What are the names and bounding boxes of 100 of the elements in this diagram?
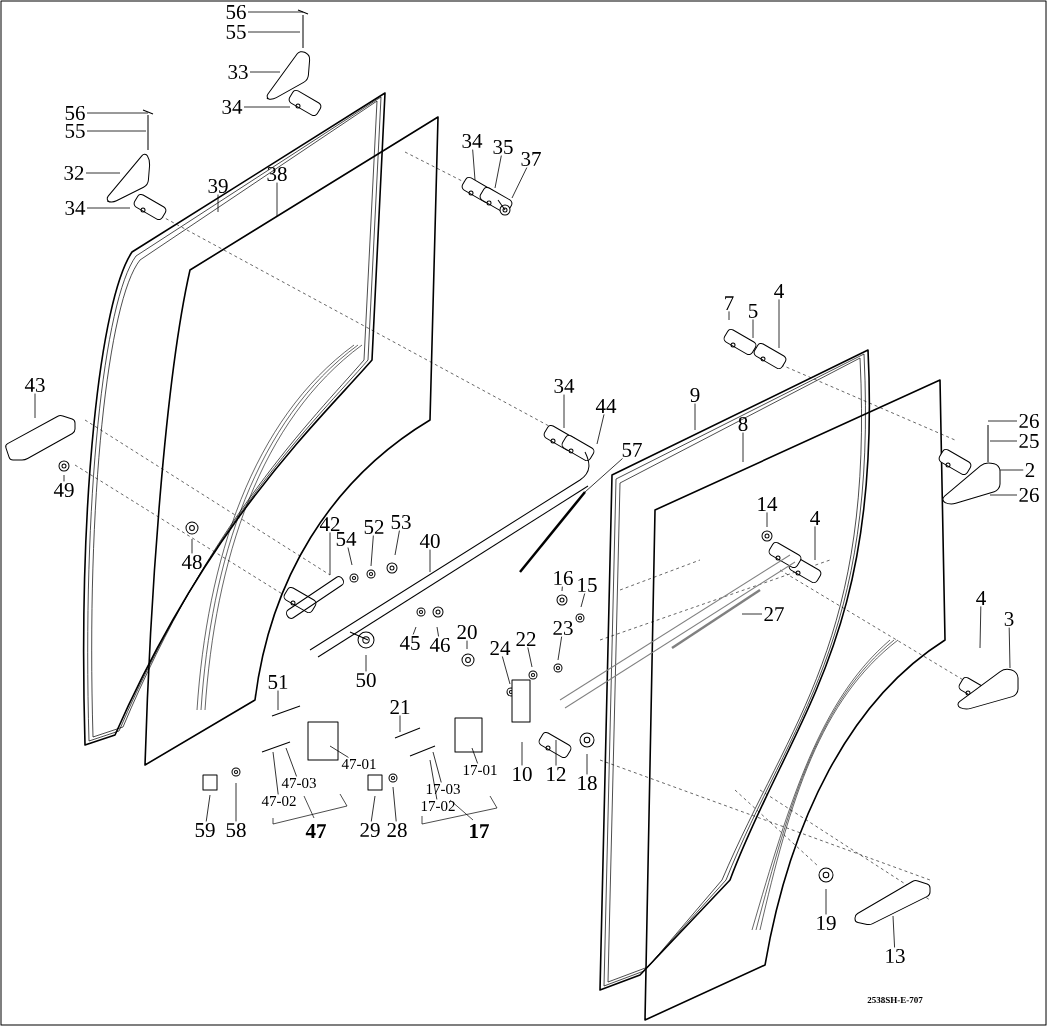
leader-line	[563, 394, 565, 429]
callout-number: 47-01	[341, 758, 376, 770]
leader-line	[557, 636, 563, 661]
leader-line	[694, 403, 696, 431]
callout-number: 50	[356, 672, 376, 688]
leader-line	[277, 690, 279, 711]
callout-number: 47-02	[261, 795, 296, 807]
leader-line	[501, 656, 511, 685]
leader-line	[247, 31, 301, 33]
callout-number: 5	[749, 304, 758, 318]
leader-line	[561, 586, 563, 592]
callout-number: 4	[976, 591, 986, 605]
callout-number: 16	[554, 570, 573, 586]
leader-line	[989, 440, 1018, 442]
callout-number: 42	[319, 517, 340, 531]
callout-number: 40	[419, 533, 440, 549]
leader-line	[471, 747, 478, 764]
leader-line	[243, 106, 291, 108]
callout-number: 55	[226, 25, 246, 39]
callout-number: 26	[1019, 487, 1039, 503]
callout-number: 34	[462, 133, 483, 149]
callout-number: 17-02	[421, 800, 455, 812]
leader-line	[814, 526, 816, 561]
leader-line	[276, 182, 278, 217]
callout-number: 48	[181, 554, 202, 570]
leader-line	[86, 112, 149, 114]
callout-number: 19	[817, 915, 836, 931]
leader-line	[217, 194, 219, 213]
leader-line	[1008, 627, 1011, 669]
leader-line	[394, 530, 400, 556]
callout-number: 39	[208, 178, 228, 194]
leader-line	[191, 538, 193, 554]
leader-line	[494, 155, 502, 189]
leader-line	[365, 654, 367, 672]
callout-number: 57	[622, 443, 642, 457]
callout-number: 21	[390, 700, 410, 714]
callout-number: 37	[521, 151, 541, 167]
leader-line	[778, 299, 780, 349]
leader-line	[432, 751, 442, 783]
leader-line	[399, 715, 401, 733]
callout-number: 38	[267, 166, 287, 182]
callout-number: 47-03	[281, 777, 316, 789]
callout-number: 22	[516, 632, 536, 646]
callout-number: 17-03	[426, 783, 460, 795]
callout-number: 12	[547, 767, 566, 781]
leader-line	[825, 888, 827, 915]
leader-line	[989, 494, 1018, 496]
callout-number: 10	[513, 766, 532, 782]
callout-number: 55	[65, 124, 85, 138]
callout-number: 47	[305, 824, 326, 838]
leader-line	[85, 172, 121, 174]
drawing-number: 2538SH-E-707	[867, 996, 923, 1004]
callout-number: 14	[758, 497, 778, 511]
callout-number: 49	[53, 482, 74, 498]
leader-line	[34, 393, 36, 419]
callout-number: 27	[764, 607, 784, 621]
callout-number: 3	[1004, 611, 1014, 627]
callout-number: 20	[457, 624, 477, 640]
callout-number: 34	[222, 99, 243, 115]
leader-line	[511, 167, 528, 199]
callout-number: 53	[391, 514, 411, 530]
leader-line	[527, 647, 533, 668]
callout-number: 18	[578, 775, 597, 791]
callout-number: 25	[1019, 433, 1039, 449]
leader-line	[766, 512, 768, 528]
leader-line	[436, 626, 439, 637]
leader-line	[741, 613, 763, 615]
leader-line	[392, 786, 397, 822]
leader-line	[329, 532, 331, 576]
leader-line	[742, 432, 744, 463]
leader-line	[999, 469, 1024, 471]
leader-line	[752, 319, 754, 339]
callout-number: 2	[1025, 463, 1035, 477]
leader-line	[235, 782, 237, 822]
leader-line	[892, 915, 895, 948]
callout-number: 17	[470, 824, 489, 838]
callout-number: 32	[64, 165, 84, 181]
leader-line	[521, 741, 523, 766]
leader-line	[63, 474, 65, 482]
callout-number: 9	[690, 387, 700, 403]
callout-number: 15	[578, 577, 597, 593]
callout-number: 8	[738, 416, 748, 432]
leader-line	[580, 593, 586, 608]
leader-line	[472, 149, 476, 181]
callout-number: 34	[65, 200, 86, 216]
leader-line	[329, 745, 349, 758]
leader-line	[370, 795, 376, 822]
callout-number: 52	[364, 519, 384, 535]
callout-number: 29	[360, 822, 380, 838]
leader-line	[586, 753, 588, 775]
leader-line	[466, 640, 468, 650]
leader-line	[728, 311, 730, 321]
leader-line	[86, 130, 147, 132]
leader-line	[584, 458, 623, 493]
callout-number: 58	[226, 822, 246, 838]
callout-number: 13	[886, 948, 905, 964]
leader-line	[412, 626, 417, 635]
callout-number: 45	[399, 636, 420, 650]
callout-number: 24	[490, 641, 511, 655]
leader-line	[86, 207, 131, 209]
